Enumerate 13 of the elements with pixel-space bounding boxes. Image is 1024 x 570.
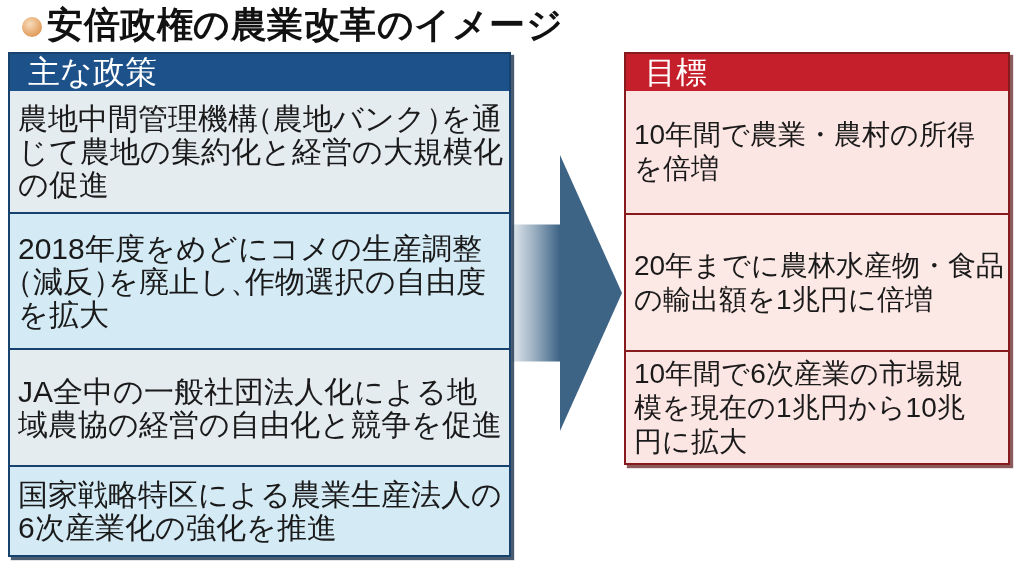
text-box: 10年間で農業・農村の所得を倍増 (626, 91, 1008, 213)
title: 安倍政権の農業改革のイメージ (47, 3, 563, 47)
text-box: 農地中間管理機構（農地バンク）を通じて農地の集約化と経営の大規模化の促進 (10, 91, 509, 212)
text-box: 国家戦略特区による農業生産法人の6次産業化の強化を推進 (10, 465, 509, 555)
panel-header: 主な政策 (10, 54, 509, 91)
text-box: 10年間で6次産業の市場規模を現在の1兆円から10兆円に拡大 (626, 350, 1008, 463)
text-box: 2018年度をめどにコメの生産調整（減反）を廃止し、作物選択の自由度を拡大 (10, 212, 509, 348)
text-box: 20年までに農林水産物・食品の輸出額を1兆円に倍増 (626, 213, 1008, 350)
panel (624, 52, 1010, 465)
text-box: JA全中の一般社団法人化による地域農協の経営の自由化と競争を促進 (10, 348, 509, 465)
panel (8, 52, 511, 557)
arrow (512, 155, 622, 431)
panel-header: 目標 (626, 54, 1008, 91)
